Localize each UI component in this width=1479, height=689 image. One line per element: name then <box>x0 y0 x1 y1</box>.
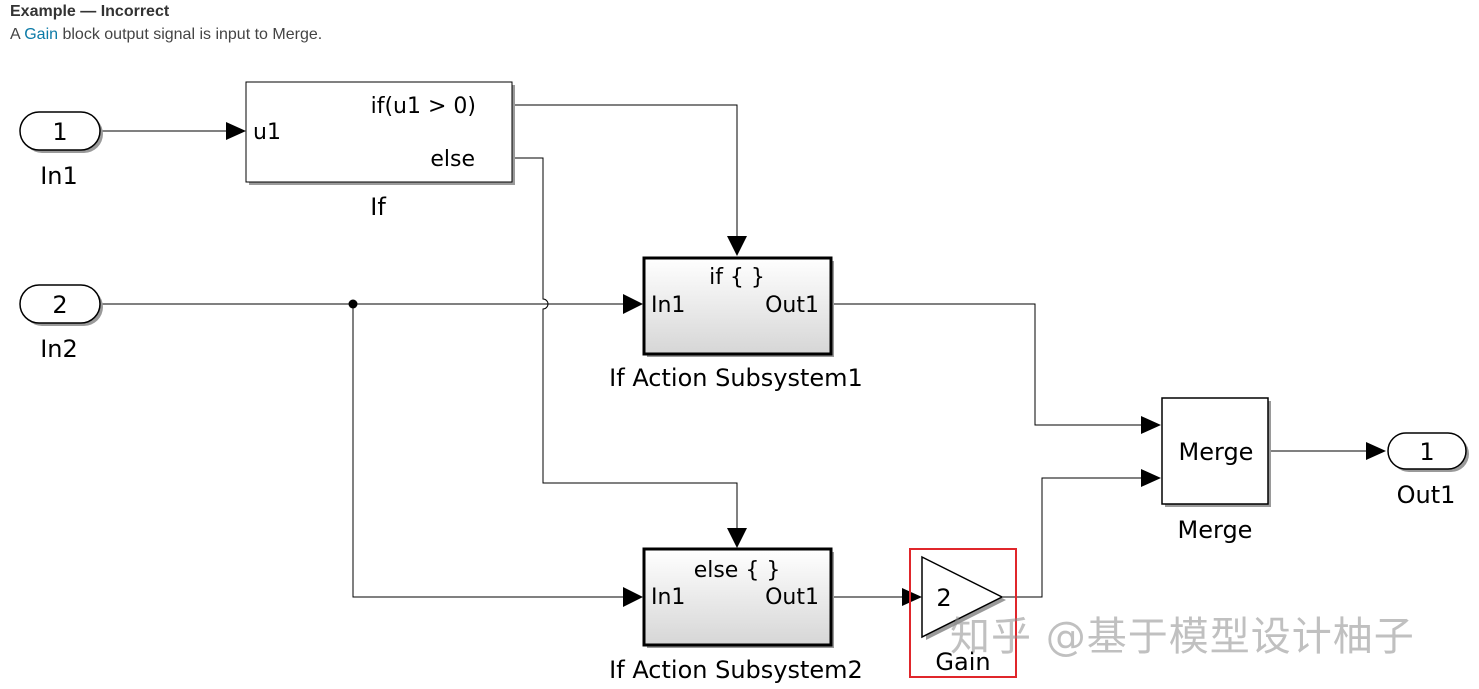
gain-highlight-box <box>909 548 1017 678</box>
arrow-subsystem2-action <box>727 528 747 548</box>
subsystem1-in-port: In1 <box>651 293 685 318</box>
merge-body <box>1161 397 1269 505</box>
if-label: If <box>370 193 386 221</box>
arrow-subsystem1-action <box>727 236 747 256</box>
merge-block[interactable]: Merge Merge <box>1161 397 1271 544</box>
if-input-port: u1 <box>253 120 281 145</box>
subsystem1-out-port: Out1 <box>765 293 819 318</box>
gain-value: 2 <box>936 584 951 612</box>
out1-value: 1 <box>1419 438 1434 466</box>
example-subtitle: A Gain block output signal is input to M… <box>10 25 322 45</box>
subsystem2-body <box>642 547 833 647</box>
subsystem2-header: else { } <box>694 558 781 583</box>
arrow-if-input <box>226 122 246 140</box>
in2-value: 2 <box>52 291 67 319</box>
subtitle-prefix: A <box>10 26 25 43</box>
merge-label: Merge <box>1178 516 1253 544</box>
if-else-port: else <box>430 147 475 172</box>
watermark: 知乎 @基于模型设计柚子 <box>950 614 1415 660</box>
signal-gain-to-merge <box>1003 477 1145 598</box>
subtitle-suffix: block output signal is input to Merge. <box>58 26 323 43</box>
arrow-subsystem1-input <box>623 294 643 314</box>
subsystem1-body <box>642 256 833 356</box>
if-body <box>245 81 513 183</box>
signal-lines <box>101 104 1370 598</box>
out1-body <box>1387 432 1467 470</box>
in2-label: In2 <box>40 335 78 363</box>
subsystem1-header: if { } <box>709 265 765 290</box>
subsystem2-label: If Action Subsystem2 <box>609 656 863 684</box>
in1-value: 1 <box>52 118 67 146</box>
arrow-out1-input <box>1366 442 1386 460</box>
example-header: Example — Incorrect A Gain block output … <box>10 2 322 45</box>
in2-block[interactable]: 2 In2 <box>19 284 103 363</box>
if-action-subsystem1[interactable]: if { } In1 Out1 If Action Subsystem1 <box>609 256 863 392</box>
in2-body <box>19 284 101 324</box>
signal-in2-branch-to-subsystem2 <box>352 304 626 598</box>
in1-body <box>19 111 101 151</box>
subsystem2-out-port: Out1 <box>765 585 819 610</box>
branch-point <box>348 299 358 309</box>
subsystem2-in-port: In1 <box>651 585 685 610</box>
out1-block[interactable]: 1 Out1 <box>1387 432 1469 509</box>
subsystem1-label: If Action Subsystem1 <box>609 364 863 392</box>
signal-else-to-subsystem2 <box>512 157 738 532</box>
arrow-merge-input1 <box>1141 416 1161 434</box>
out1-label: Out1 <box>1397 481 1456 509</box>
gain-triangle <box>921 555 1004 639</box>
merge-text: Merge <box>1179 438 1254 466</box>
signal-subsystem1-to-merge <box>831 303 1145 426</box>
signal-if-to-subsystem1 <box>512 104 738 240</box>
in1-block[interactable]: 1 In1 <box>19 111 103 190</box>
arrow-subsystem2-input <box>623 587 643 607</box>
gain-block[interactable]: 2 Gain <box>909 548 1017 678</box>
example-title: Example — Incorrect <box>10 3 170 20</box>
in1-label: In1 <box>40 162 78 190</box>
if-block[interactable]: u1 if(u1 > 0) else If <box>245 81 515 221</box>
gain-link[interactable]: Gain <box>24 26 59 43</box>
arrow-merge-input2 <box>1141 469 1161 487</box>
arrow-gain-input <box>902 588 922 606</box>
arrow-heads <box>226 122 1386 607</box>
gain-label: Gain <box>935 648 990 676</box>
if-action-subsystem2[interactable]: else { } In1 Out1 If Action Subsystem2 <box>609 547 863 684</box>
if-condition-port: if(u1 > 0) <box>371 94 476 119</box>
